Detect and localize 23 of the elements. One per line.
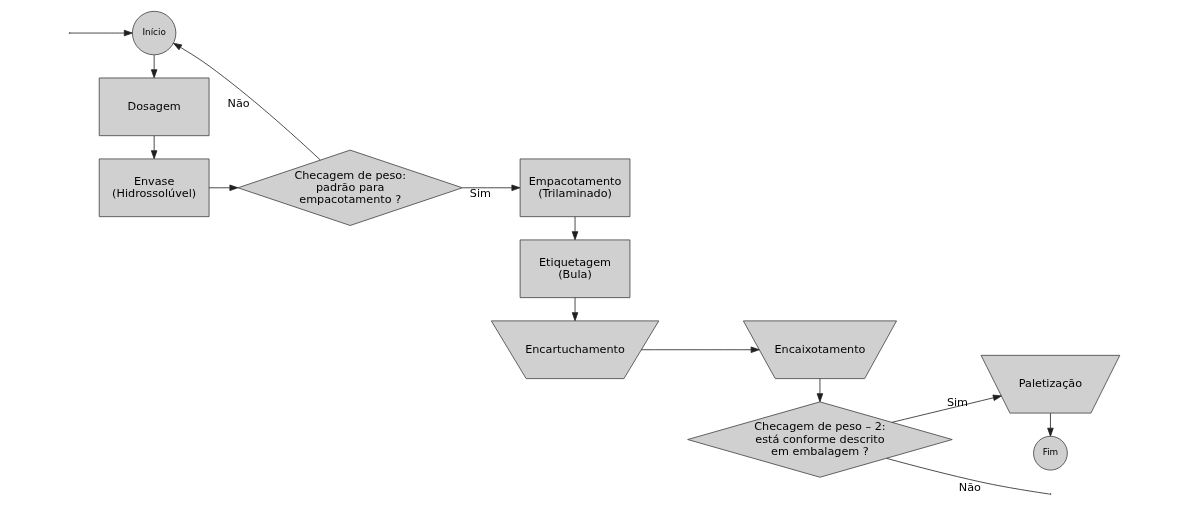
node-box: Etiquetagem (Bula): [519, 239, 631, 299]
node-box: Dosagem: [98, 77, 210, 137]
arrow: [640, 346, 760, 353]
edge-label: Não: [227, 96, 250, 110]
arrow: [891, 394, 1002, 423]
arrow: [816, 378, 824, 403]
arrow: [150, 54, 158, 79]
arrow: [571, 297, 579, 322]
edge-label: Sim: [469, 186, 492, 200]
edge-label: Não: [958, 481, 981, 495]
arrow: [462, 184, 521, 191]
arrow: [70, 29, 133, 37]
node-box: Envase (Hidrossolúvel): [98, 158, 210, 218]
connector: [886, 458, 1050, 495]
arrow: [208, 184, 239, 191]
arrow: [173, 42, 321, 161]
node-circle: Início: [132, 10, 177, 56]
arrow: [571, 216, 579, 241]
arrow: [1047, 412, 1054, 437]
arrow: [150, 135, 158, 160]
node-diamond: Checagem de peso: padrão para empacotamento ?: [237, 149, 463, 226]
node-circle: Fim: [1033, 435, 1068, 471]
node-box: Empacotamento (Trilaminado): [519, 158, 631, 218]
